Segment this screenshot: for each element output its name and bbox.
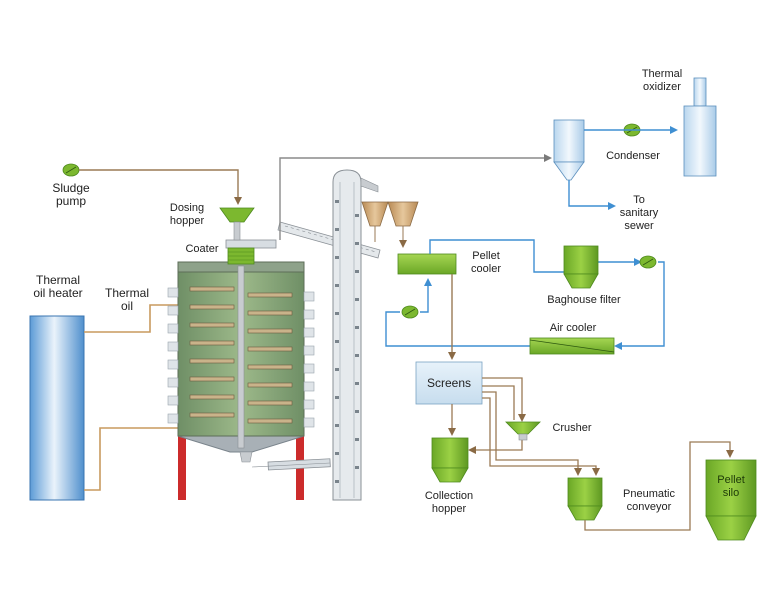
dosing-hopper — [219, 207, 255, 241]
pellet-cooler — [397, 253, 457, 275]
dosing-hopper-label: Dosing hopper — [169, 202, 205, 227]
product-lines — [448, 377, 600, 476]
screens — [415, 361, 483, 405]
pellet-cooler-label: Pellet cooler — [471, 250, 501, 275]
crusher-label: Crusher — [552, 422, 592, 434]
screens-label: Screens — [426, 376, 472, 390]
discharge-screw — [239, 451, 331, 471]
bucket-elevator — [332, 169, 379, 501]
thermal-oil-label: Thermal oil — [104, 286, 149, 313]
pneumatic-conveyor-label: Pneumatic conveyor — [623, 488, 675, 513]
sludge-line — [79, 169, 242, 205]
heating-fins — [167, 287, 315, 428]
thermal-oil-lines — [84, 304, 178, 491]
cooling-air-loop — [385, 239, 665, 350]
pneumatic-to-silo-line — [584, 441, 734, 531]
coater — [225, 239, 277, 265]
baghouse-fan — [639, 255, 657, 269]
thermal-oxidizer-label: Thermal oxidizer — [641, 68, 683, 93]
cyclone — [553, 119, 585, 181]
air-cooler-label: Air cooler — [549, 322, 597, 334]
crusher — [505, 421, 541, 441]
baghouse-filter — [563, 245, 599, 289]
pellet-silo-label: Pellet silo — [717, 474, 745, 499]
dryer-tower — [167, 261, 315, 500]
to-sanitary-sewer-label: To sanitary sewer — [619, 194, 659, 232]
dryer-leg-left — [178, 436, 186, 500]
sludge-pump-label: Sludge pump — [52, 181, 90, 208]
cooler-fan — [401, 305, 419, 319]
collection-hopper — [431, 437, 469, 483]
cyclone-to-sewer-line — [568, 180, 616, 210]
vapor-line — [279, 154, 552, 240]
intermediate-hoppers — [361, 201, 419, 248]
top-screw-conveyor — [277, 221, 381, 259]
pellet-silo — [705, 459, 757, 541]
thermal-oil-heater-label: Thermal oil heater — [33, 273, 83, 300]
thermal-oil-heater — [29, 315, 85, 501]
baghouse-filter-label: Baghouse filter — [547, 294, 621, 306]
pneumatic-conveyor — [567, 477, 603, 521]
thermal-oxidizer — [683, 77, 717, 177]
coater-label: Coater — [185, 243, 219, 255]
sludge-pump — [62, 163, 80, 177]
collection-hopper-label: Collection hopper — [424, 490, 474, 515]
dryer-trays — [189, 286, 293, 424]
condenser-label: Condenser — [606, 150, 660, 162]
air-cooler — [529, 337, 615, 355]
